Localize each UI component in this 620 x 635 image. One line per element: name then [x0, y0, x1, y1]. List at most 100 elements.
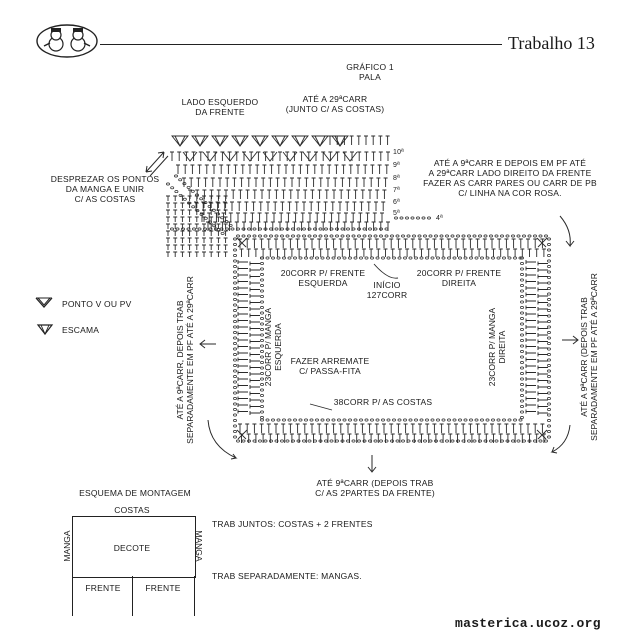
yoke-right-rows	[525, 260, 548, 415]
right-note: ATÉ A 9ªCARR E DEPOIS EM PF ATÉ A 29ªCAR…	[420, 158, 600, 198]
assembly-center-label: DECOTE	[113, 543, 151, 553]
back-chains: 38CORR P/ AS COSTAS	[333, 397, 433, 407]
assembly-front-right-label: FRENTE	[145, 583, 181, 593]
discard-note-line1: DESPREZAR OS PONTOS	[50, 174, 160, 184]
right-sleeve-label: 23CORR P/ MANGA DIREITA	[487, 299, 509, 395]
assembly-right-label: MANGA	[194, 530, 204, 562]
legend-v-stitch-label: PONTO V OU PV	[62, 299, 132, 309]
assembly-top-label: COSTAS	[114, 505, 150, 515]
yoke-bottom-chain	[236, 439, 548, 443]
left-side-line1: ATÉ A 9ªCARR, DEPOIS TRAB	[175, 300, 185, 420]
chart-title: GRÁFICO 1 PALA	[330, 62, 410, 82]
chart-title-line2: PALA	[359, 72, 381, 82]
bottom-note: ATÉ 9ªCARR (DEPOIS TRAB C/ AS 2PARTES DA…	[300, 478, 450, 498]
left-front-label: LADO ESQUERDO DA FRENTE	[170, 97, 270, 117]
row-number: 10ª	[393, 149, 404, 156]
right-sleeve-line2: DIREITA	[497, 330, 507, 364]
v-stitch-icon	[34, 295, 54, 309]
curved-arrow-icon	[207, 419, 238, 460]
row-number: 8ª	[393, 175, 400, 182]
right-note-line1: ATÉ A 9ªCARR E DEPOIS EM PF ATÉ	[433, 158, 587, 168]
row-number: 4ª	[436, 215, 443, 222]
right-front-chains: 20CORR P/ FRENTE DIREITA	[404, 268, 514, 288]
left-front-chains: 20CORR P/ FRENTE ESQUERDA	[268, 268, 378, 288]
start-line1: INÍCIO	[373, 280, 401, 290]
assembly-left-label: MANGA	[62, 530, 72, 562]
page-title: Trabalho 13	[508, 33, 595, 53]
start-pointer-line	[373, 263, 399, 279]
right-sleeve-line1: 23CORR P/ MANGA	[487, 307, 497, 387]
left-front-line2: DA FRENTE	[195, 107, 245, 117]
assembly-right-line	[194, 576, 195, 616]
curved-arrow-icon	[550, 424, 571, 454]
left-sleeve-label: 23CORR P/ MANGA ESQUERDA	[263, 299, 285, 395]
discard-note-line3: C/ AS COSTAS	[74, 194, 136, 204]
row-four-chain	[394, 216, 431, 220]
yoke-left-rows	[237, 260, 260, 415]
bottom-note-line1: ATÉ 9ªCARR (DEPOIS TRAB	[316, 478, 434, 488]
left-sleeve-block	[166, 195, 228, 257]
yoke-corner-marks	[236, 237, 548, 440]
yoke-right-chain	[547, 237, 551, 439]
discard-note: DESPREZAR OS PONTOS DA MANGA E UNIR C/ A…	[40, 174, 170, 204]
right-side-line1: ATÉ A 9ªCARR (DEPOIS TRAB	[579, 297, 589, 417]
yoke-inner-chain	[260, 256, 524, 422]
finish-note: FAZER ARREMATE C/ PASSA-FITA	[280, 356, 380, 376]
left-sleeve-line2: ESQUERDA	[273, 323, 283, 371]
row-number: 9ª	[393, 162, 400, 169]
start-label: INÍCIO 127CORR	[352, 280, 422, 300]
discard-note-line2: DA MANGA E UNIR	[65, 184, 145, 194]
assembly-center-line	[132, 576, 133, 616]
right-note-line4: C/ LINHA NA COR ROSA.	[458, 188, 562, 198]
chart-title-line1: GRÁFICO 1	[346, 62, 394, 72]
left-side-note: ATÉ A 9ªCARR, DEPOIS TRAB SEPARADAMENTE …	[175, 270, 197, 450]
left-front-chains-line1: 20CORR P/ FRENTE	[280, 268, 366, 278]
finish-note-line2: C/ PASSA-FITA	[299, 366, 361, 376]
right-front-chains-line1: 20CORR P/ FRENTE	[416, 268, 502, 278]
yoke-top-rows	[238, 238, 546, 257]
right-side-note: ATÉ A 9ªCARR (DEPOIS TRAB SEPARADAMENTE …	[579, 267, 601, 447]
bottom-note-line2: C/ AS 2PARTES DA FRENTE)	[315, 488, 435, 498]
front-top-stitches	[328, 135, 390, 145]
row-number: 6ª	[393, 199, 400, 206]
yoke-top-chain	[236, 234, 548, 238]
double-arrow-icon	[145, 151, 169, 177]
pointer-line	[309, 403, 333, 411]
down-arrow-icon	[367, 455, 377, 473]
right-arrow-icon	[562, 335, 579, 345]
header-rule	[100, 44, 502, 45]
assembly-separate-note: TRAB SEPARADAMENTE: MANGAS.	[212, 571, 362, 581]
left-front-panel	[170, 151, 390, 231]
right-front-chains-line2: DIREITA	[441, 278, 477, 288]
yoke-left-chain	[233, 237, 237, 439]
assembly-box	[72, 516, 196, 578]
right-side-line2: SEPARADAMENTE EM PF ATÉ A 29ªCARR	[589, 273, 599, 441]
assembly-together-note: TRAB JUNTOS: COSTAS + 2 FRENTES	[212, 519, 373, 529]
shell-stitch-icon	[36, 322, 54, 336]
curved-arrow-icon	[559, 215, 575, 248]
shell-stitch-row-2	[182, 151, 358, 162]
left-front-chains-line2: ESQUERDA	[298, 278, 348, 288]
left-side-line2: SEPARADAMENTE EM PF ATÉ A 29ªCARR	[185, 276, 195, 444]
yoke-bottom-rows	[238, 423, 546, 443]
top-note-line1: ATÉ A 29ªCARR	[302, 94, 368, 104]
row-number: 5ª	[393, 210, 400, 217]
legend-shell-label: ESCAMA	[62, 325, 100, 335]
finish-note-line1: FAZER ARREMATE	[290, 356, 370, 366]
left-front-chain	[170, 227, 389, 231]
assembly-title: ESQUEMA DE MONTAGEM	[79, 488, 191, 498]
assembly-left-line	[72, 576, 73, 616]
right-note-line2: A 29ªCARR LADO DIREITO DA FRENTE	[428, 168, 592, 178]
watermark: masterica.ucoz.org	[455, 616, 601, 631]
left-arrow-icon	[199, 339, 216, 349]
right-note-line3: FAZER AS CARR PARES OU CARR DE PB	[423, 178, 597, 188]
top-note-line2: (JUNTO C/ AS COSTAS)	[285, 104, 385, 114]
row-number: 7ª	[393, 187, 400, 194]
shell-stitch-row	[171, 135, 349, 148]
left-front-line1: LADO ESQUERDO	[181, 97, 259, 107]
left-sleeve-line1: 23CORR P/ MANGA	[263, 307, 273, 387]
snowmen-logo-icon	[36, 24, 98, 58]
start-line2: 127CORR	[366, 290, 408, 300]
top-note: ATÉ A 29ªCARR (JUNTO C/ AS COSTAS)	[270, 94, 400, 114]
